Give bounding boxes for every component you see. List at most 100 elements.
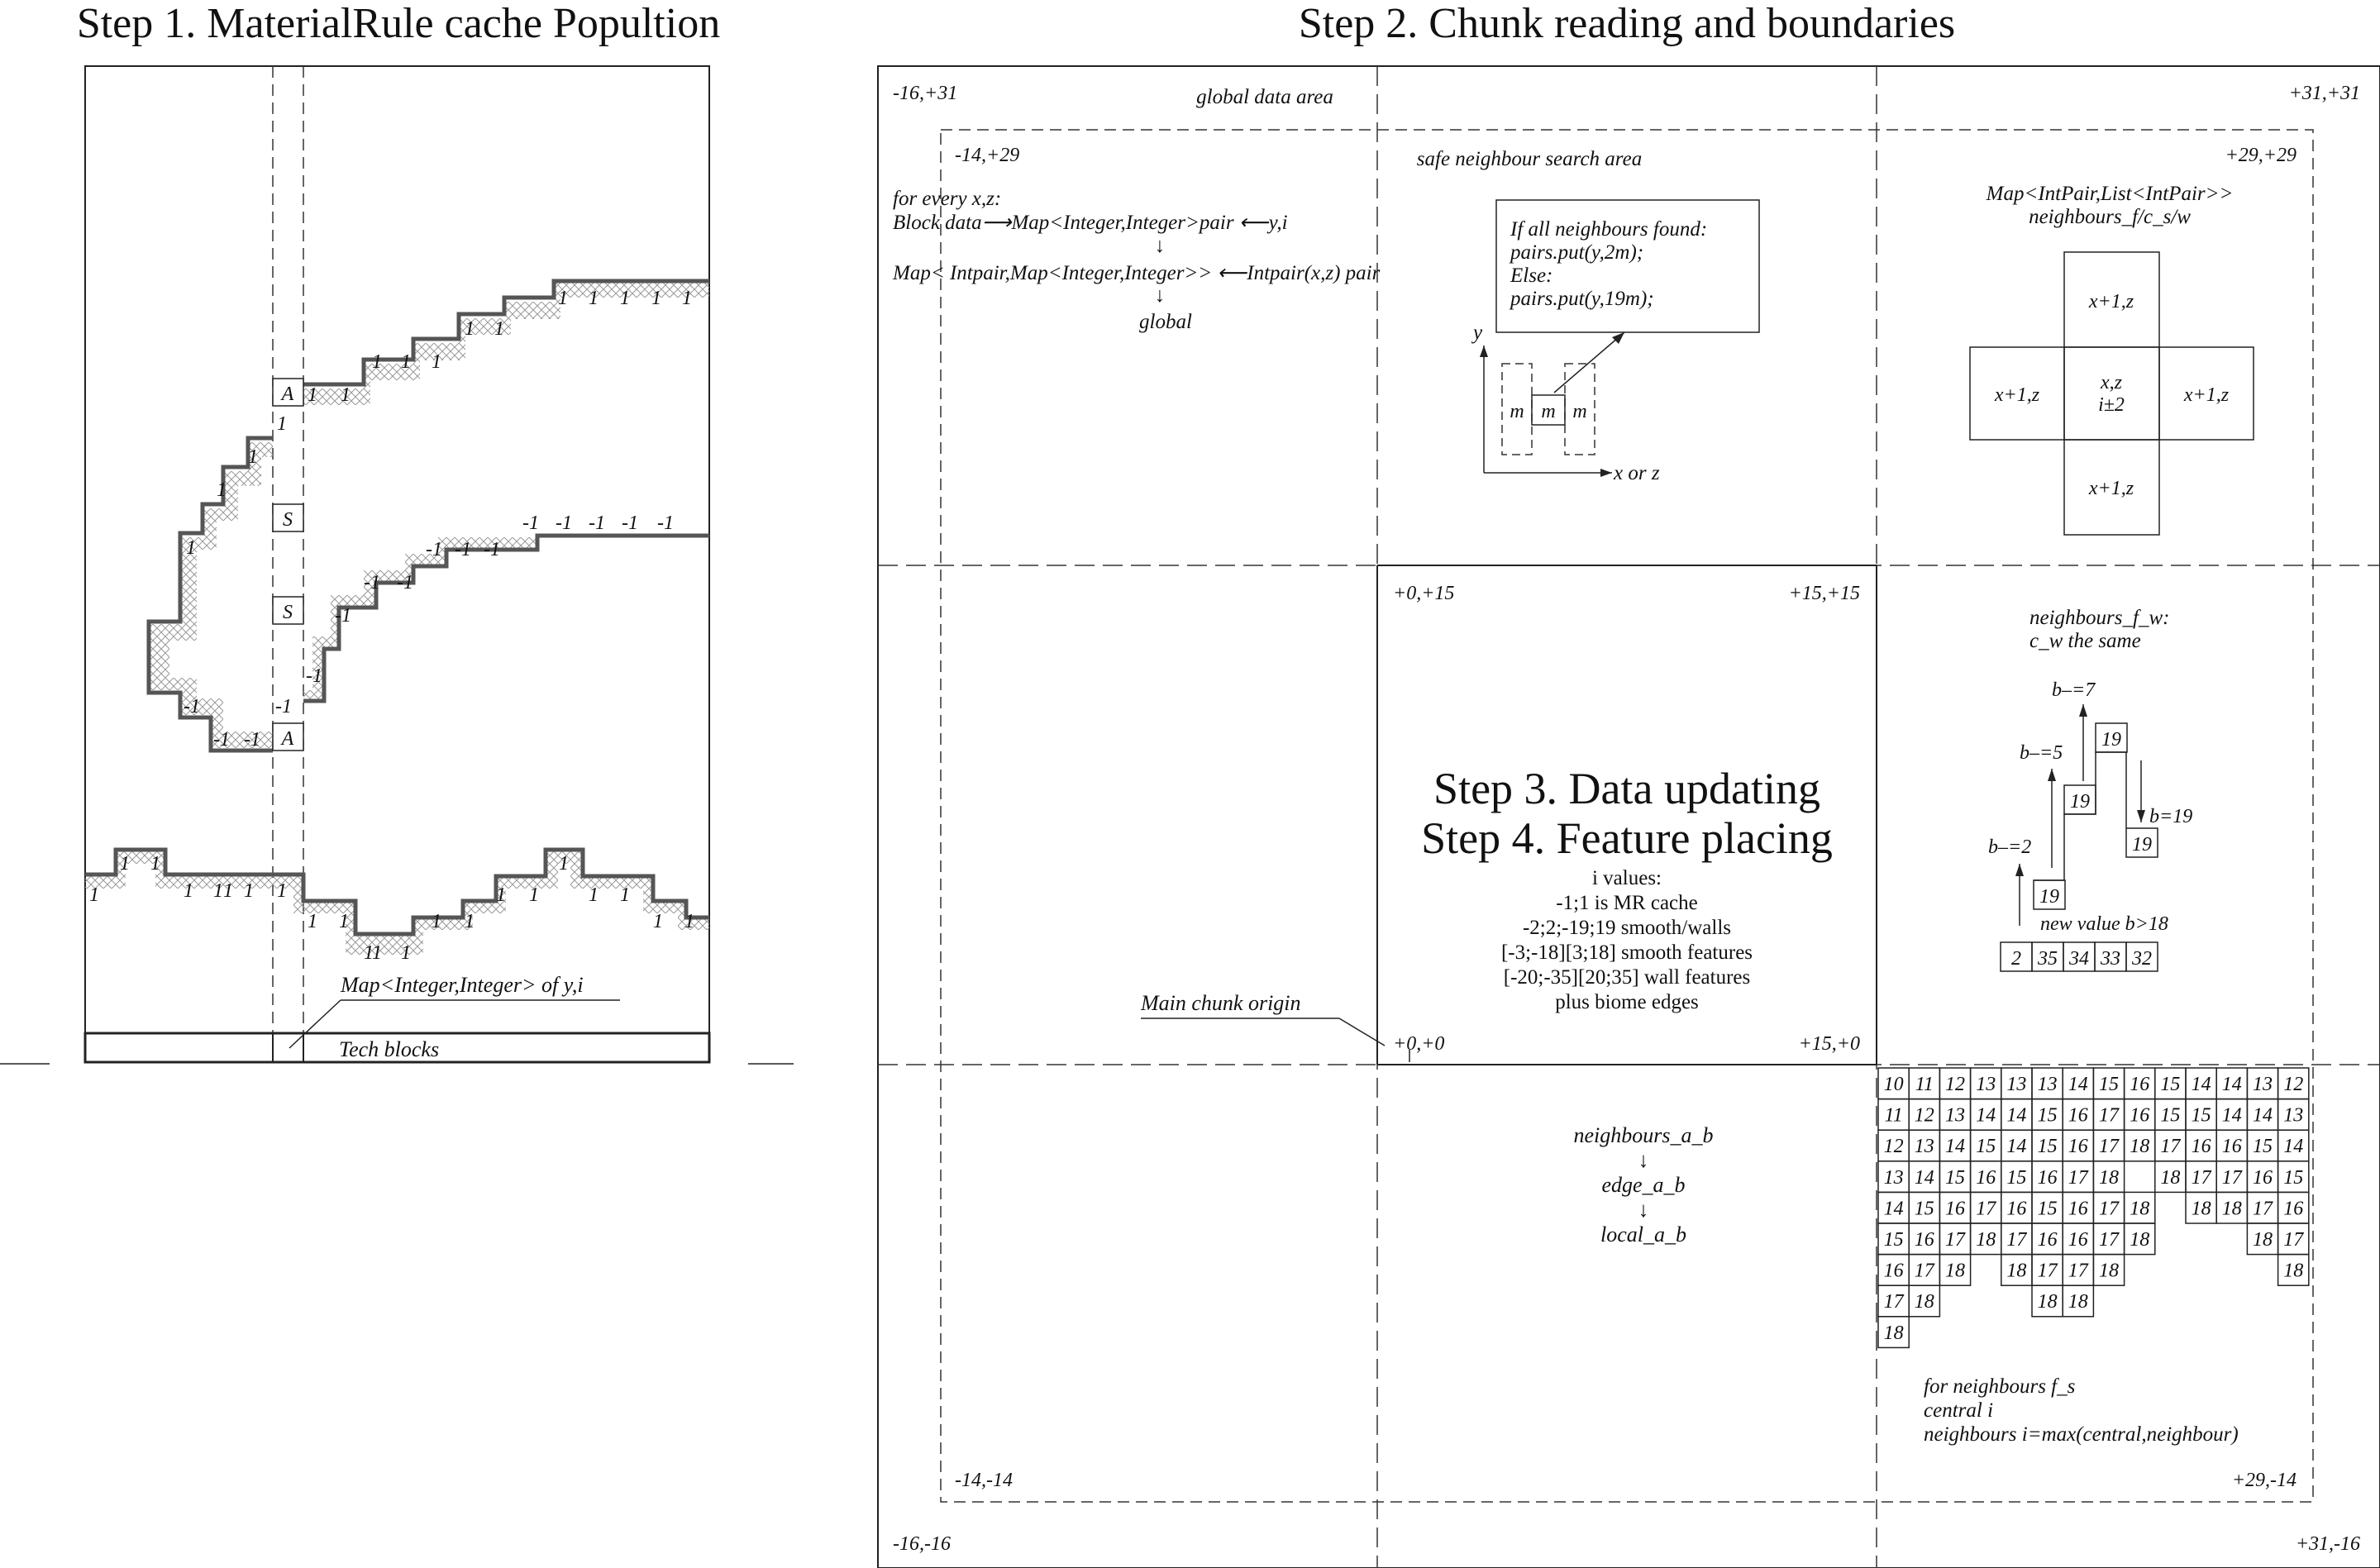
nfw-b2: b–=2	[1988, 836, 2031, 858]
grid-cell-value: 14	[2222, 1105, 2242, 1127]
global-area-label: global data area	[1196, 86, 1333, 108]
cache-value: 1	[213, 880, 223, 902]
tech-blocks-bar	[83, 1032, 711, 1064]
grid-cell-value: 17	[1976, 1198, 1996, 1219]
grid-cell-value: 14	[1915, 1167, 1934, 1189]
cache-value: -1	[244, 729, 260, 751]
grid-cell-value: 13	[1945, 1105, 1965, 1127]
grid-cell-value: 14	[1884, 1198, 1904, 1219]
marker-box-s-1	[272, 503, 304, 532]
nfw-b7: b–=7	[2052, 679, 2096, 701]
middle-values: -1 -1 -1 -1 -1 -1 -1 -1 -1 -1 -1 -1 -1 -…	[184, 512, 674, 751]
grid-cell-value: 16	[2222, 1136, 2242, 1157]
cache-value: 1	[277, 880, 287, 902]
cache-value: 1	[682, 288, 692, 309]
cache-value: 1	[186, 537, 196, 559]
grid-cell-value: 16	[2006, 1198, 2026, 1219]
grid-cell-value: 18	[2160, 1167, 2180, 1189]
grid-cell-value: 18	[1976, 1229, 1996, 1251]
nfw-cell-3-value: 19	[2101, 729, 2121, 751]
grid-cell-value: 18	[1945, 1261, 1965, 1282]
grid-cell-value: 15	[2099, 1074, 2119, 1095]
arrow-b2-head	[2015, 864, 2024, 876]
cache-value: 1	[589, 288, 599, 309]
grid-cell-value: 16	[2068, 1105, 2088, 1127]
grid-cell-value: 17	[2068, 1167, 2089, 1189]
cross-center-label1: x,z	[2100, 372, 2123, 393]
grid-cell-value: 18	[2130, 1229, 2149, 1251]
grid-cell-value: 16	[2130, 1074, 2149, 1095]
rule-box	[1495, 199, 1760, 333]
grid-cell-value: 16	[2283, 1198, 2303, 1219]
center-block	[1531, 394, 1566, 426]
i-values: i values: -1;1 is MR cache -2;2;-19;19 s…	[1501, 867, 1753, 1013]
grid-cell-value: 16	[2068, 1136, 2088, 1157]
cross-right	[2158, 346, 2254, 441]
grid-cell-value: 14	[2283, 1136, 2303, 1157]
grid-cell-value: 12	[1915, 1105, 1934, 1127]
cross-center	[2063, 346, 2160, 441]
x-axis-label: x or z	[1613, 462, 1660, 484]
cache-value: 1	[248, 446, 258, 468]
cache-value: -1	[426, 539, 442, 560]
grid-cell-value: 17	[2099, 1105, 2120, 1127]
global-area-frame	[877, 65, 2380, 1568]
cache-value: -1	[213, 729, 230, 751]
grid-cell-value: 15	[2160, 1074, 2180, 1095]
cave-wall-line	[146, 436, 273, 753]
cache-value: 1	[364, 942, 374, 964]
grid-cell-value: 16	[2130, 1105, 2149, 1127]
cache-value: 1	[372, 351, 382, 373]
grid-cell-value: 15	[1945, 1167, 1965, 1189]
marker-box-a-bottom	[272, 722, 304, 751]
i-values-line: -1;1 is MR cache	[1556, 892, 1697, 914]
cache-value: 1	[150, 853, 160, 875]
grid-cell	[2062, 1284, 2095, 1318]
cache-value: 1	[341, 384, 351, 406]
nfw-staircase	[2034, 751, 2127, 881]
upper-surface-hatch	[303, 281, 709, 405]
lower-values: 1 1 1 1 1 1 1 1 1 1 1 1 1 1 1 1 1 1 1 1 …	[89, 853, 694, 964]
grid-cell-value: 18	[1884, 1323, 1904, 1344]
grid-cell-value: 13	[2038, 1074, 2058, 1095]
grid-cell-value: 12	[1945, 1074, 1965, 1095]
cache-value: 1	[559, 853, 569, 875]
note-line: neighbours i=max(central,neighbour)	[1924, 1423, 2239, 1446]
cross-top-label: x+1,z	[2088, 291, 2134, 312]
note-line: central i	[1924, 1399, 1993, 1422]
safe-area-frame	[940, 129, 2314, 1503]
grid-cell-value: 13	[2283, 1105, 2303, 1127]
cross-bottom-label: x+1,z	[2088, 478, 2134, 499]
corner-outer-tr: +31,+31	[2289, 83, 2360, 104]
corner-inner-tl: -14,+29	[955, 145, 1019, 166]
cache-value: 1	[465, 911, 475, 932]
flow-line1: for every x,z:	[893, 188, 1001, 210]
tech-blocks-label: Tech blocks	[339, 1037, 439, 1061]
step3-title: Step 3. Data updating	[1433, 764, 1820, 813]
nfw-row-value: 35	[2037, 948, 2058, 970]
cache-value: 1	[277, 413, 287, 435]
corner-inner-br: +29,-14	[2232, 1470, 2297, 1491]
note-line: for neighbours f_s	[1924, 1375, 2075, 1398]
cross-text: x+1,z x+1,z x,z i±2 x+1,z x+1,z	[1994, 291, 2230, 499]
nfw-row-cell	[2125, 941, 2158, 972]
nfw-title2: c_w the same	[2029, 630, 2141, 652]
data-flow: for every x,z: Block data⟶Map<Integer,In…	[892, 188, 1381, 333]
grid-cell-value: 14	[2253, 1105, 2273, 1127]
middle-surface-line	[303, 533, 709, 703]
marker-box-a-top	[272, 378, 304, 407]
grid-cell-value: 15	[2006, 1167, 2026, 1189]
cache-value: 1	[308, 911, 317, 932]
grid-cell-value: 15	[2038, 1136, 2058, 1157]
grid-cell-value: 17	[2283, 1229, 2304, 1251]
grid-cell-value: 13	[1976, 1074, 1996, 1095]
i-values-line: [-3;-18][3;18] smooth features	[1501, 941, 1753, 964]
grid-cell-value: 13	[1915, 1136, 1934, 1157]
cache-value: 1	[339, 911, 349, 932]
grid-cell	[2277, 1253, 2310, 1286]
grid-cell-value: 18	[2068, 1291, 2088, 1313]
nfw-b5: b–=5	[2020, 742, 2063, 764]
i-values-line: plus biome edges	[1555, 991, 1699, 1013]
flow-arrow1: ↓	[1155, 235, 1166, 257]
grid-cell-value: 10	[1884, 1074, 1904, 1095]
